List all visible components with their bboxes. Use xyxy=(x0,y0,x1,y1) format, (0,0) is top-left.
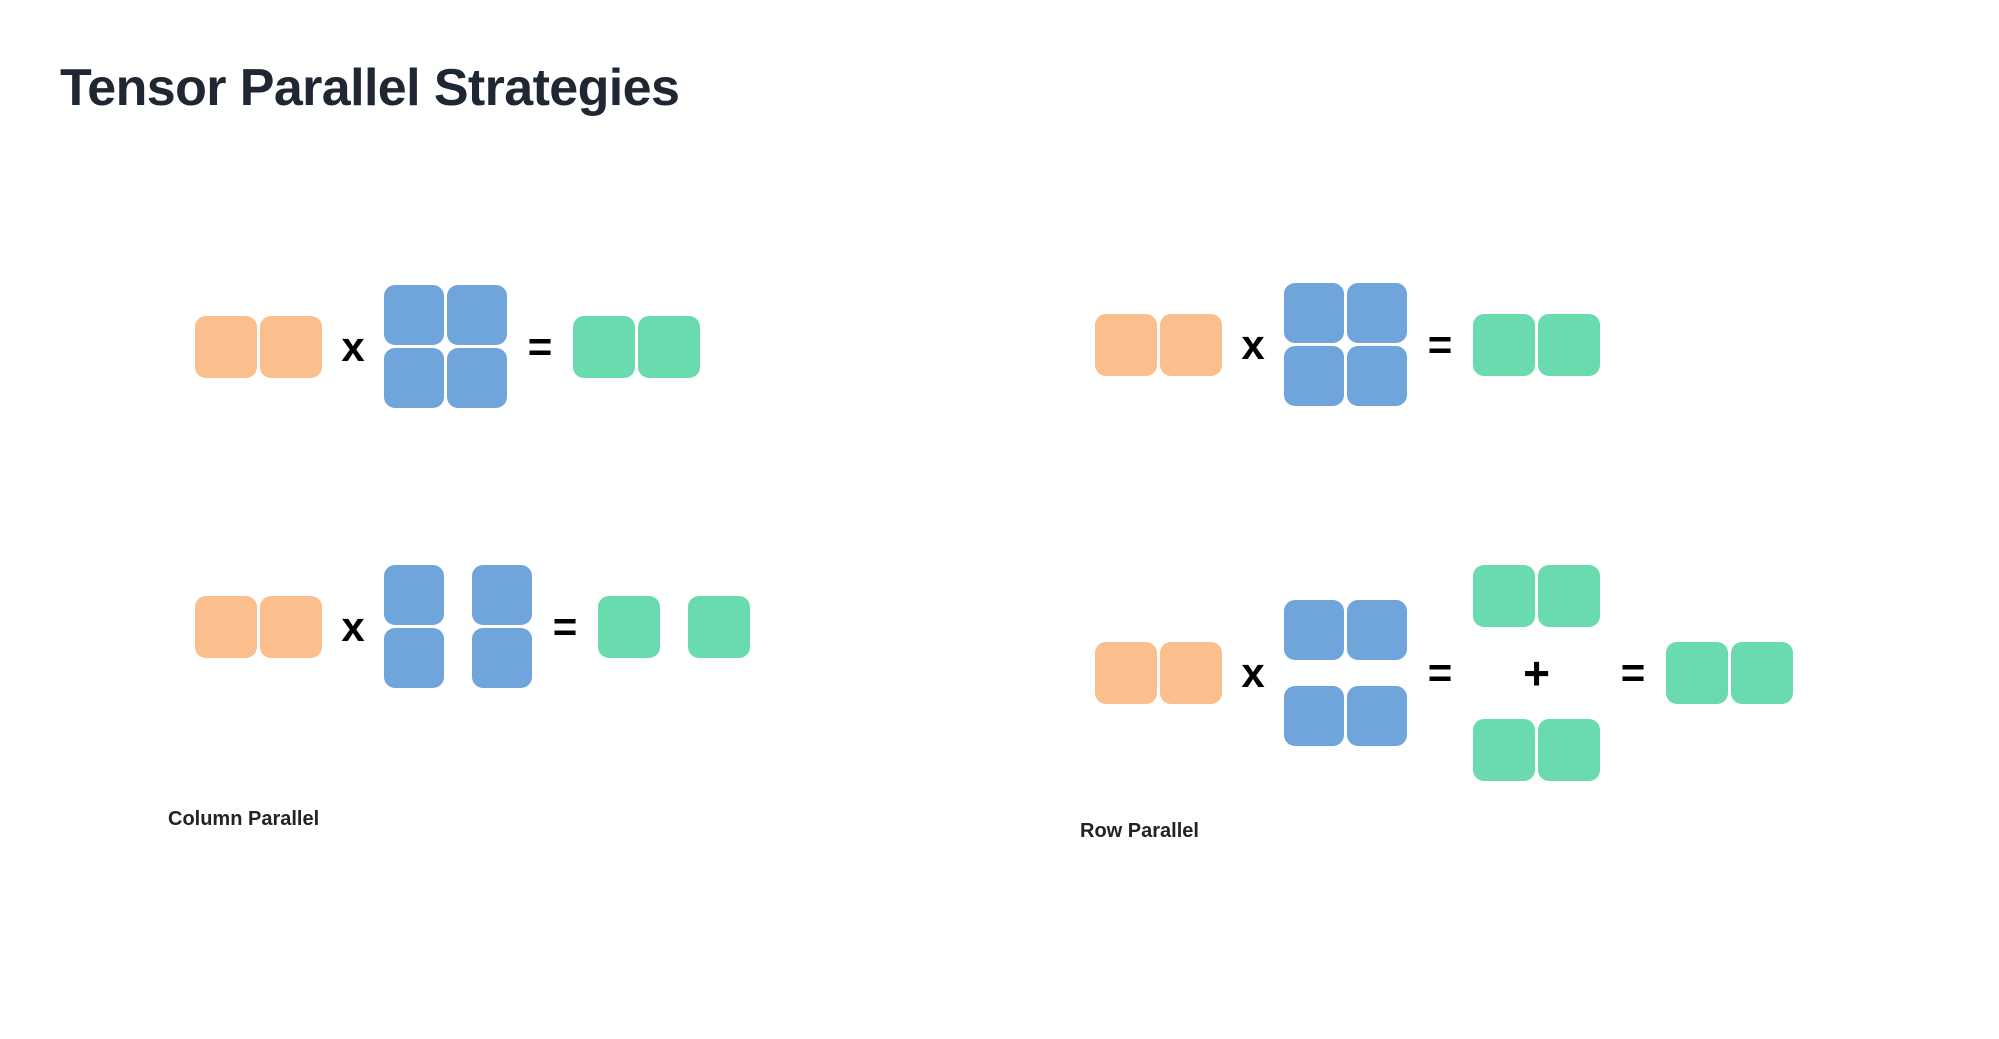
equals-operator: = xyxy=(552,602,578,650)
equals-operator: = xyxy=(1427,320,1453,368)
green-block xyxy=(1666,642,1728,704)
plus-operator: + xyxy=(1523,647,1550,699)
orange-activation-vector xyxy=(1095,313,1222,376)
green-block xyxy=(1538,313,1600,376)
page-title: Tensor Parallel Strategies xyxy=(60,59,680,117)
matrix-row xyxy=(1284,600,1407,660)
blue-block xyxy=(1284,686,1344,746)
row-parallel-unsplit-equation: x = xyxy=(1095,283,1600,406)
orange-block xyxy=(260,595,322,658)
blue-weight-matrix-whole xyxy=(1284,283,1407,406)
green-block xyxy=(1473,313,1535,376)
orange-block xyxy=(195,595,257,658)
multiply-operator: x xyxy=(341,322,365,370)
green-block xyxy=(638,315,700,378)
matrix-row xyxy=(1284,686,1407,746)
green-partial-outputs-group: + xyxy=(1473,565,1600,781)
row-parallel-split-equation: x = + = xyxy=(1095,565,1793,781)
equals-operator: = xyxy=(527,322,553,370)
green-output-column-split xyxy=(598,595,750,658)
green-output-whole xyxy=(573,315,700,378)
orange-activation-vector xyxy=(195,595,322,658)
orange-block xyxy=(1095,642,1157,704)
multiply-operator: x xyxy=(1241,649,1265,696)
green-block xyxy=(598,595,660,658)
blue-block xyxy=(447,348,507,408)
matrix-row xyxy=(384,348,507,408)
orange-block xyxy=(1160,642,1222,704)
blue-weight-matrix-row-split xyxy=(1284,600,1407,746)
blue-block xyxy=(1284,346,1344,406)
orange-block xyxy=(260,315,322,378)
column-parallel-split-equation: x = xyxy=(195,565,750,688)
equals-operator: = xyxy=(1427,649,1453,696)
matrix-row xyxy=(598,595,750,658)
orange-activation-vector xyxy=(1095,642,1222,704)
matrix-row xyxy=(1473,719,1600,781)
green-output-reduced xyxy=(1666,642,1793,704)
matrix-row xyxy=(1284,283,1407,343)
blue-weight-matrix-column-split xyxy=(384,565,532,688)
green-block xyxy=(1731,642,1793,704)
green-block xyxy=(688,595,750,658)
orange-block xyxy=(1160,313,1222,376)
orange-block xyxy=(1095,313,1157,376)
blue-weight-matrix-whole xyxy=(384,285,507,408)
matrix-row xyxy=(384,565,532,625)
blue-block xyxy=(384,565,444,625)
blue-block xyxy=(384,285,444,345)
matrix-row xyxy=(195,315,322,378)
green-block xyxy=(1538,719,1600,781)
matrix-row xyxy=(1666,642,1793,704)
blue-block xyxy=(1284,600,1344,660)
blue-block xyxy=(1347,283,1407,343)
blue-block xyxy=(384,348,444,408)
matrix-row xyxy=(195,595,322,658)
matrix-row xyxy=(1473,313,1600,376)
matrix-row xyxy=(1095,642,1222,704)
matrix-row xyxy=(384,628,532,688)
orange-activation-vector xyxy=(195,315,322,378)
equals-operator: = xyxy=(1620,649,1646,696)
matrix-row xyxy=(1284,346,1407,406)
matrix-row xyxy=(1095,313,1222,376)
blue-block xyxy=(472,565,532,625)
column-parallel-unsplit-equation: x = xyxy=(195,285,700,408)
blue-block xyxy=(1347,686,1407,746)
matrix-row xyxy=(1473,565,1600,627)
blue-block xyxy=(472,628,532,688)
green-block xyxy=(573,315,635,378)
blue-block xyxy=(447,285,507,345)
column-parallel-caption: Column Parallel xyxy=(168,808,320,830)
blue-block xyxy=(1284,283,1344,343)
green-block xyxy=(1538,565,1600,627)
blue-block xyxy=(1347,600,1407,660)
row-parallel-caption: Row Parallel xyxy=(1080,820,1199,842)
blue-block xyxy=(384,628,444,688)
multiply-operator: x xyxy=(1241,320,1265,368)
green-output-whole xyxy=(1473,313,1600,376)
matrix-row xyxy=(384,285,507,345)
matrix-row xyxy=(573,315,700,378)
green-partial-output-top xyxy=(1473,565,1600,627)
green-block xyxy=(1473,565,1535,627)
multiply-operator: x xyxy=(341,602,365,650)
orange-block xyxy=(195,315,257,378)
green-partial-output-bottom xyxy=(1473,719,1600,781)
green-block xyxy=(1473,719,1535,781)
blue-block xyxy=(1347,346,1407,406)
